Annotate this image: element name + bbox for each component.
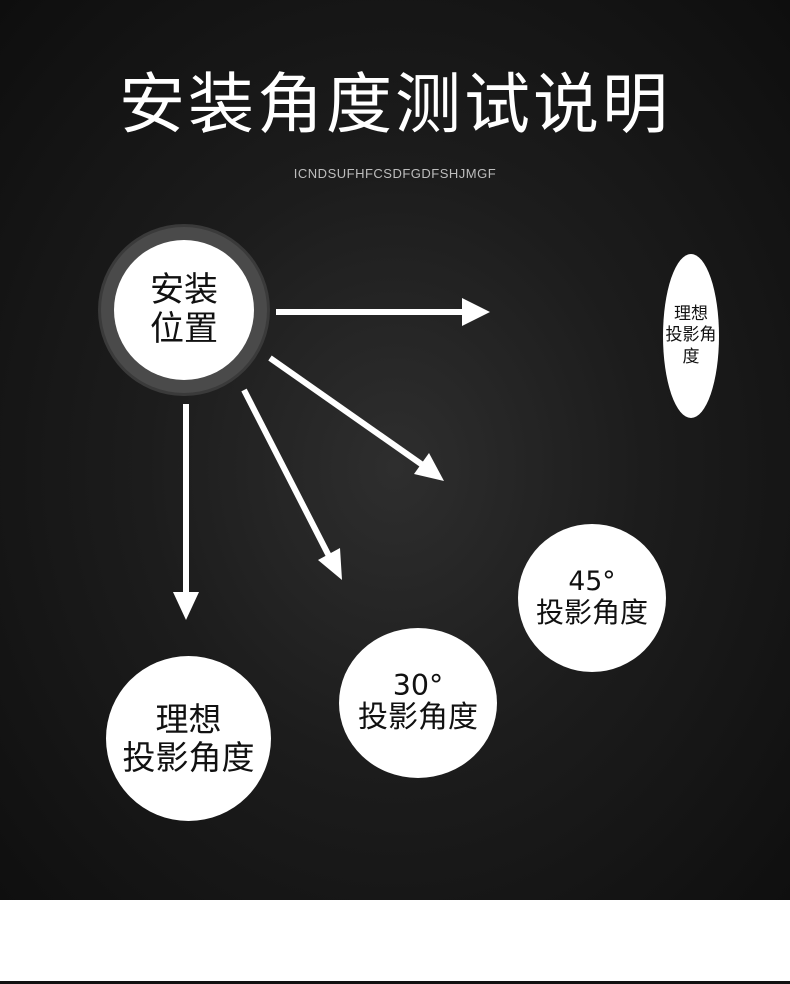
install-position-line1: 安装 — [150, 269, 218, 310]
arrow-30-shaft — [241, 388, 334, 562]
arrow-30-head — [318, 548, 342, 580]
ideal-bottom-line2: 投影角度 — [122, 737, 255, 777]
arrows-layer — [0, 0, 790, 900]
arrow-down-head — [173, 592, 199, 620]
arrow-right-head — [462, 298, 490, 326]
footer-band — [0, 900, 790, 984]
ideal-angle-right-node: 理想 投影角度 — [663, 254, 719, 418]
diagram-stage: 安装角度测试说明 ICNDSUFHFCSDFGDFSHJMGF 安装 位置 理想… — [0, 0, 790, 900]
ideal-right-line2: 投影角度 — [665, 325, 717, 367]
page-subtitle: ICNDSUFHFCSDFGDFSHJMGF — [293, 166, 497, 181]
ideal-right-line1: 理想 — [674, 304, 708, 325]
arrow-45-head — [414, 453, 444, 481]
ideal-bottom-line1: 理想 — [155, 699, 222, 739]
angle-30-label: 投影角度 — [358, 700, 478, 736]
angle-45-label: 投影角度 — [535, 595, 648, 629]
page-title: 安装角度测试说明 — [119, 66, 671, 143]
arrow-45-shaft — [268, 355, 426, 469]
angle-45-node: 45° 投影角度 — [518, 524, 666, 672]
angle-45-value: 45° — [568, 566, 616, 598]
footer-divider — [0, 981, 790, 984]
angle-30-value: 30° — [392, 669, 444, 703]
ideal-angle-bottom-node: 理想 投影角度 — [106, 656, 271, 821]
install-position-line2: 位置 — [150, 309, 218, 349]
angle-30-node: 30° 投影角度 — [339, 628, 497, 778]
install-position-node: 安装 位置 — [114, 240, 254, 380]
